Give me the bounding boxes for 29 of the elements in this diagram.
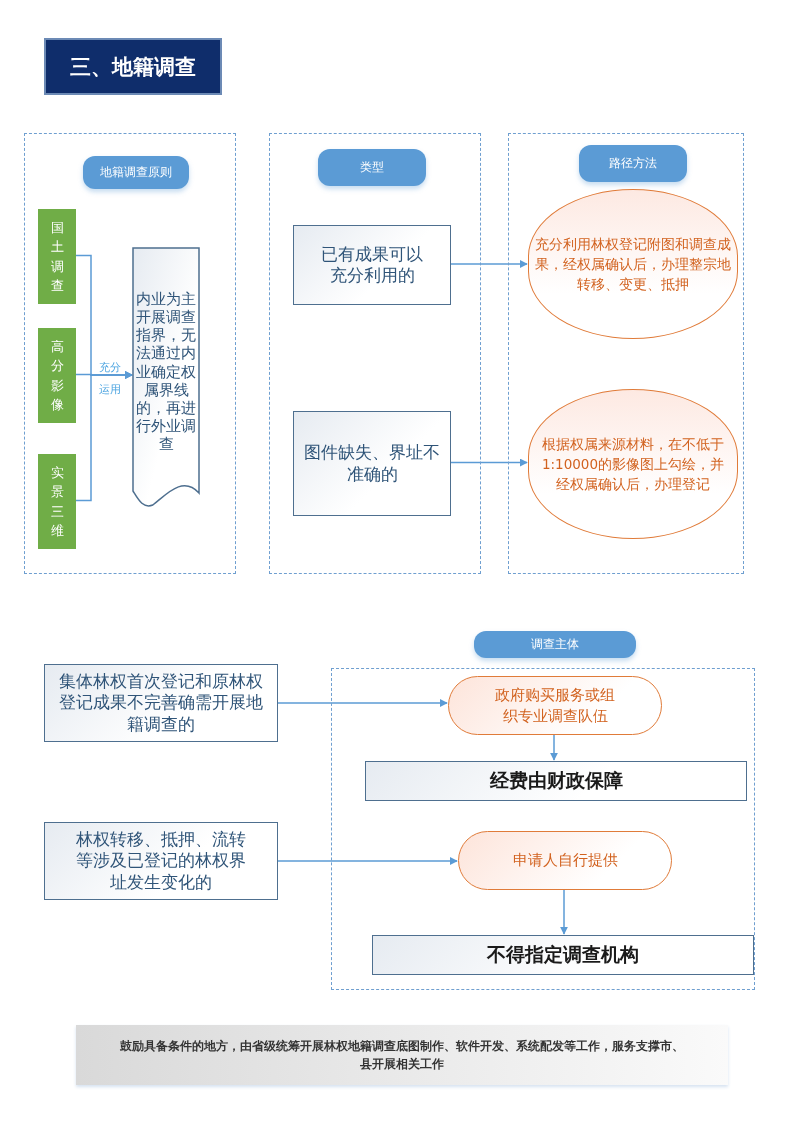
arrow <box>277 857 458 865</box>
rounded-process-box: 政府购买服务或组织专业调查队伍 <box>448 676 662 735</box>
heading-pill: 路径方法 <box>579 145 687 182</box>
heading-pill: 调查主体 <box>474 631 636 658</box>
heading-pill: 类型 <box>318 149 426 186</box>
arrow <box>449 260 528 268</box>
category-box: 实景三维 <box>38 454 76 549</box>
process-box: 已有成果可以充分利用的 <box>293 225 451 305</box>
dashed-panel <box>269 133 481 574</box>
category-box: 高分影像 <box>38 328 76 423</box>
rounded-process-box: 申请人自行提供 <box>458 831 672 890</box>
arrow <box>277 699 448 707</box>
rounded-result-box: 根据权属来源材料，在不低于1:10000的影像图上勾绘，并经权属确认后，办理登记 <box>528 389 738 539</box>
result-box: 不得指定调查机构 <box>372 935 754 975</box>
dashed-panel <box>508 133 744 574</box>
rounded-result-box: 充分利用林权登记附图和调查成果，经权属确认后，办理整宗地转移、变更、抵押 <box>528 189 738 339</box>
arrow <box>560 888 568 935</box>
result-box: 经费由财政保障 <box>365 761 747 801</box>
arrow <box>550 733 558 761</box>
process-box: 林权转移、抵押、流转等涉及已登记的林权界址发生变化的 <box>44 822 278 900</box>
heading-pill: 地籍调查原则 <box>83 156 189 189</box>
title-banner: 三、地籍调查 <box>44 38 222 95</box>
category-box: 国土调查 <box>38 209 76 304</box>
process-box: 图件缺失、界址不准确的 <box>293 411 451 516</box>
arrow <box>449 458 528 467</box>
edge-label: 充分运用 <box>98 360 122 398</box>
dashed-panel <box>331 668 755 990</box>
process-box: 集体林权首次登记和原林权登记成果不完善确需开展地籍调查的 <box>44 664 278 742</box>
note-box: 鼓励具备条件的地方，由省级统筹开展林权地籍调查底图制作、软件开发、系统配发等工作，服务支撑市、县开展相关工作 <box>76 1025 728 1085</box>
